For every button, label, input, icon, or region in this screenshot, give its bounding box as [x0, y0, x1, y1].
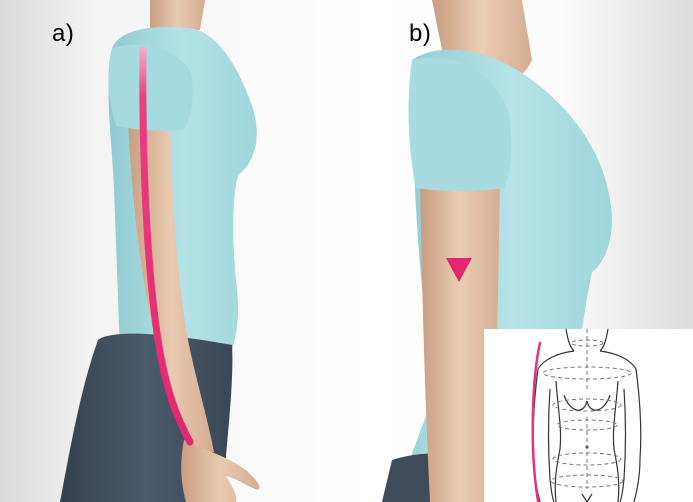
panel-a-figure [0, 0, 372, 502]
body-outline-diagram [484, 329, 693, 502]
panel-label: b) [409, 20, 431, 48]
body-measurement-inset-diagram [484, 329, 693, 502]
panel-label: a) [52, 20, 74, 48]
panel-a-full-arm-length: a) [0, 0, 372, 502]
